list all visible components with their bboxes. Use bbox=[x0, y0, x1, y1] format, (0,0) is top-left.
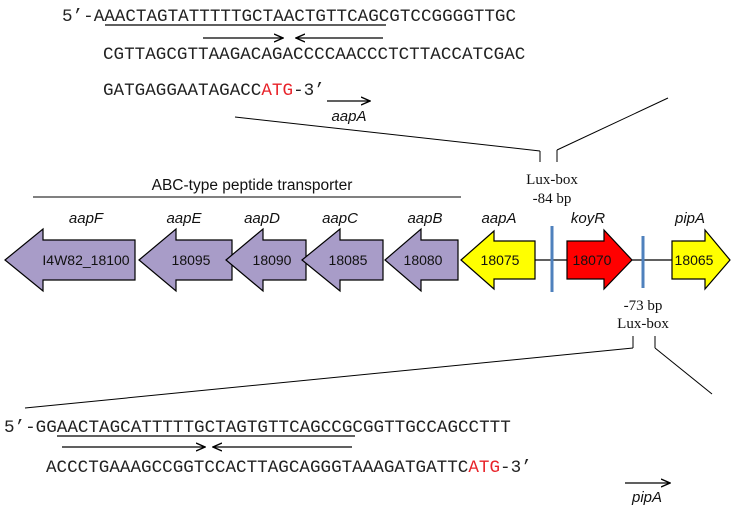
bottom-seq-lux-motif: GAACTAGCATTTTTGCTAGTG bbox=[46, 418, 268, 438]
gene-aapd-locus: 18090 bbox=[253, 252, 292, 268]
gene-aapa: 18075 aapA bbox=[460, 210, 536, 291]
gene-aapb-name: aapB bbox=[407, 210, 442, 227]
bottom-seq-line-2: ACCCTGAAAGCCGGTCCACTTAGCAGGGTAAAGATGATTC… bbox=[46, 458, 532, 478]
gene-aapa-locus: 18075 bbox=[481, 252, 520, 268]
gene-pipa-locus: 18065 bbox=[675, 252, 714, 268]
gene-aapf-locus: I4W82_18100 bbox=[42, 252, 129, 268]
top-seq-rest: GTTCAGCGTCCGGGGTTGC bbox=[315, 7, 516, 27]
bottom-seq-line-1: 5’-GGAACTAGCATTTTTGCTAGTGTTCAGCCGCGGTTGC… bbox=[4, 418, 511, 438]
gene-aape: 18095 aapE bbox=[138, 210, 233, 293]
gene-aapc: 18085 aapC bbox=[301, 210, 384, 293]
lower-lux-box-distance: -73 bp bbox=[624, 298, 663, 314]
bottom-start-codon: ATG bbox=[468, 458, 500, 478]
top-seq-lux-motif: AAACTAGTATTTTTGCTAACT bbox=[94, 7, 316, 27]
gene-aapc-locus: 18085 bbox=[329, 252, 368, 268]
top-seq-line-2: CGTTAGCGTTAAGACAGACCCCAACCCTCTTACCATCGAC bbox=[103, 45, 525, 65]
lower-lux-box-label: Lux-box bbox=[617, 316, 669, 332]
gene-pipa-arrow bbox=[671, 228, 731, 291]
gene-pipa: 18065 pipA bbox=[671, 210, 731, 291]
gene-aapf-name: aapF bbox=[69, 210, 104, 227]
bottom-seq-suffix: -3’ bbox=[500, 458, 532, 478]
gene-koyr-name: koyR bbox=[571, 210, 605, 227]
bottom-start-label: pipA bbox=[631, 489, 662, 506]
upper-lux-box-distance: -84 bp bbox=[533, 191, 572, 207]
gene-aapc-arrow bbox=[301, 227, 384, 293]
gene-koyr-locus: 18070 bbox=[573, 252, 612, 268]
gene-aapd-name: aapD bbox=[244, 210, 280, 227]
gene-aapb: 18080 aapB bbox=[384, 210, 459, 293]
top-start-label: aapA bbox=[331, 108, 366, 125]
top-seq-suffix: -3’ bbox=[293, 81, 325, 101]
bottom-seq-prefix: 5’-G bbox=[4, 418, 46, 438]
upper-zoom-line-left bbox=[234, 116, 541, 152]
lower-zoom-line-left bbox=[24, 347, 634, 409]
gene-aapf: I4W82_18100 aapF bbox=[4, 210, 136, 293]
gene-aapd: 18090 aapD bbox=[225, 210, 307, 293]
top-start-codon: ATG bbox=[261, 81, 293, 101]
gene-aapb-arrow bbox=[384, 227, 459, 293]
gene-aape-name: aapE bbox=[166, 210, 202, 227]
lower-zoom-line-right bbox=[654, 347, 713, 395]
gene-aapf-arrow bbox=[4, 227, 136, 293]
top-seq-line-3: GATGAGGAATAGACCATG-3’ bbox=[103, 81, 325, 101]
gene-koyr-arrow bbox=[566, 228, 633, 291]
top-seq-line-1: 5’-AAACTAGTATTTTTGCTAACTGTTCAGCGTCCGGGGT… bbox=[62, 7, 516, 27]
gene-aapc-name: aapC bbox=[322, 210, 358, 227]
gene-aapb-locus: 18080 bbox=[404, 252, 443, 268]
gene-koyr: 18070 koyR bbox=[566, 210, 633, 291]
gene-aape-locus: 18095 bbox=[172, 252, 211, 268]
gene-pipa-name: pipA bbox=[674, 210, 705, 227]
upper-zoom-line-right bbox=[556, 97, 669, 151]
gene-aapa-name: aapA bbox=[481, 210, 516, 227]
top-seq-prefix: 5’- bbox=[62, 7, 94, 27]
bottom-seq-upstream: ACCCTGAAAGCCGGTCCACTTAGCAGGGTAAAGATGATTC bbox=[46, 458, 468, 478]
gene-aapa-arrow bbox=[460, 229, 536, 291]
upper-lux-box-label: Lux-box bbox=[526, 172, 578, 188]
top-seq-upstream: GATGAGGAATAGACC bbox=[103, 81, 261, 101]
operon-label: ABC-type peptide transporter bbox=[152, 177, 353, 194]
bottom-seq-rest: TTCAGCCGCGGTTGCCAGCCTTT bbox=[268, 418, 511, 438]
